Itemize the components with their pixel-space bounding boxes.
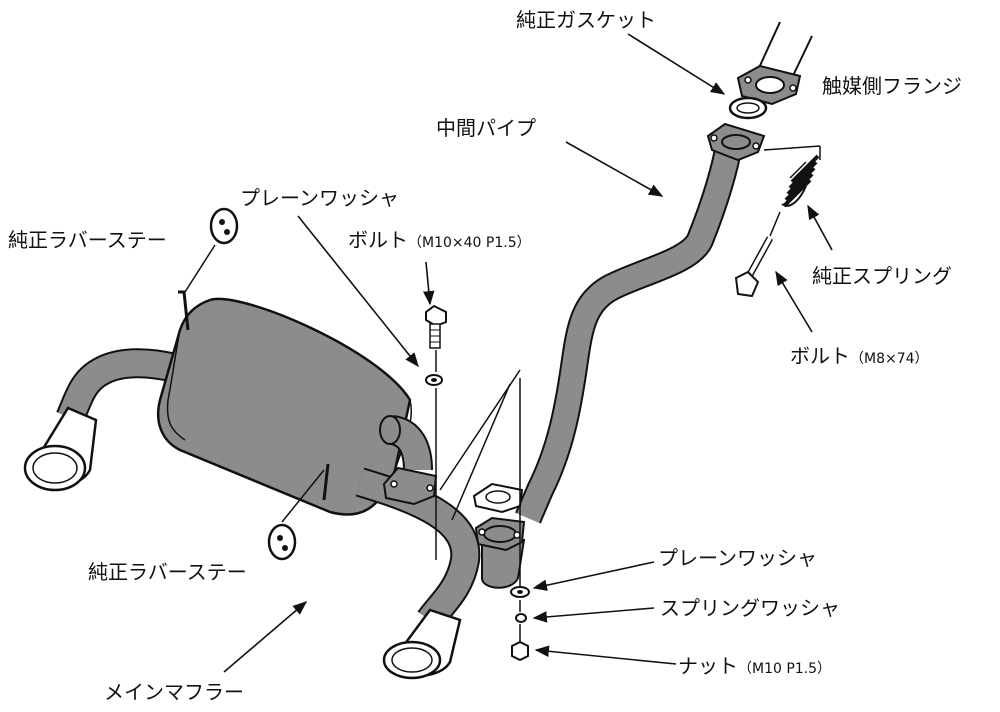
- mid-pipe: [515, 122, 766, 524]
- label-bolt-m10: ボルト（M10×40 P1.5）: [348, 228, 531, 255]
- label-mid-pipe: 中間パイプ: [436, 116, 536, 140]
- main-muffler: [56, 290, 481, 629]
- alignment-lines: [184, 145, 821, 642]
- bolt-m8: [734, 236, 774, 298]
- label-plain-washer-bottom: プレーンワッシャ: [658, 546, 817, 570]
- left-tail-tip: [23, 406, 98, 492]
- right-tail-tip: [382, 608, 462, 680]
- bolt-m10-name: ボルト: [348, 228, 408, 252]
- mid-pipe-outlet: [474, 516, 526, 589]
- label-rubber-stay-bottom: 純正ラバーステー: [88, 560, 247, 584]
- label-spring: 純正スプリング: [812, 264, 952, 288]
- label-spring-washer: スプリングワッシャ: [660, 596, 840, 620]
- bolt-m8-name: ボルト: [790, 344, 850, 368]
- label-nut: ナット（M10 P1.5）: [678, 654, 831, 681]
- spring: [781, 154, 820, 208]
- label-rubber-stay-top: 純正ラバーステー: [8, 228, 167, 252]
- label-cat-flange: 触媒側フランジ: [822, 74, 962, 98]
- rubber-stay-top: [209, 207, 239, 245]
- nut: [511, 640, 529, 662]
- rubber-stay-bottom: [267, 523, 297, 561]
- spring-washer: [515, 613, 527, 623]
- catalyst-flange: [736, 64, 802, 106]
- nut-spec: （M10 P1.5）: [738, 661, 832, 677]
- plain-washer-top: [425, 374, 443, 386]
- label-plain-washer-top: プレーンワッシャ: [240, 186, 399, 210]
- label-main-muffler: メインマフラー: [104, 680, 244, 704]
- bolt-m10-spec: （M10×40 P1.5）: [408, 235, 531, 251]
- label-bolt-m8: ボルト（M8×74）: [790, 344, 929, 371]
- bolt-m8-spec: （M8×74）: [850, 351, 929, 367]
- gasket-ring: [728, 96, 768, 120]
- bolt-m10: [425, 304, 447, 349]
- plain-washer-bottom: [510, 586, 530, 598]
- leader-arrows: [223, 33, 833, 673]
- label-gasket: 純正ガスケット: [516, 8, 656, 32]
- lower-gasket: [472, 482, 524, 514]
- nut-name: ナット: [678, 654, 738, 678]
